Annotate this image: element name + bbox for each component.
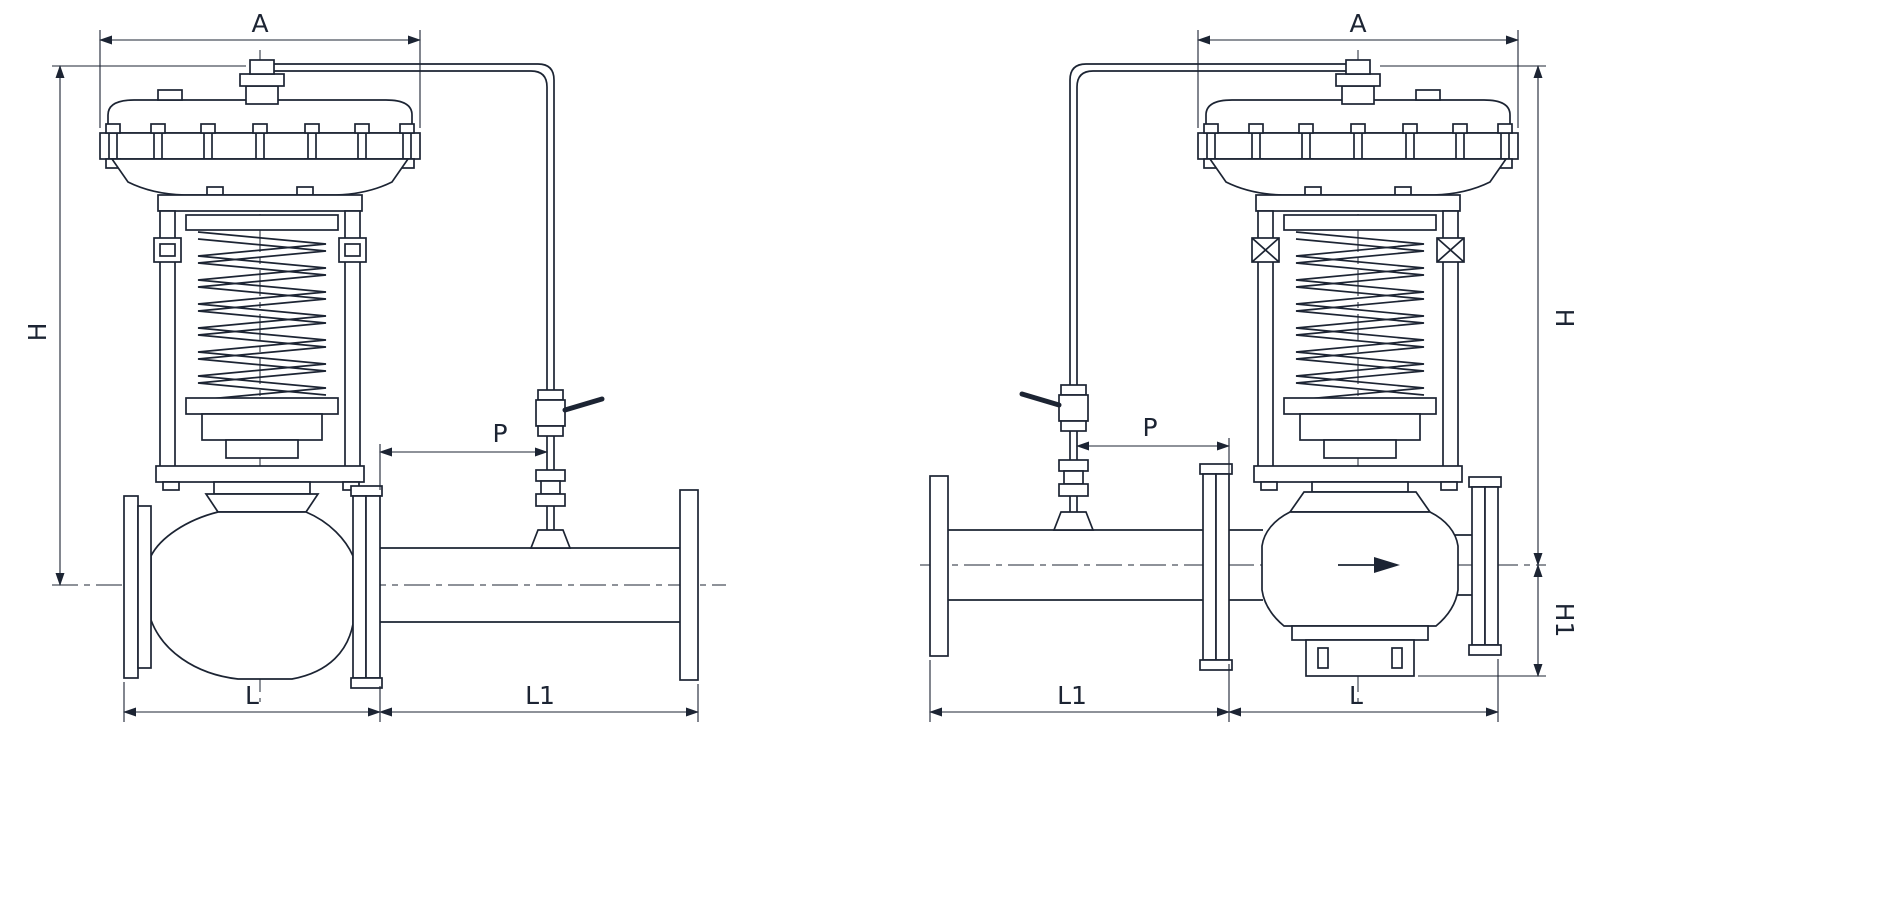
valve-body bbox=[1199, 463, 1502, 677]
pipeline bbox=[929, 475, 1203, 657]
ball-valve-handle bbox=[1019, 391, 1062, 408]
pipe-connector-nut bbox=[249, 59, 275, 75]
dimension-P-label: P bbox=[492, 419, 507, 448]
ball-valve bbox=[535, 389, 605, 437]
dimension-H: H bbox=[23, 65, 246, 586]
impulse-line bbox=[1019, 63, 1346, 531]
yoke-top-plate bbox=[157, 194, 363, 212]
actuator-top-cover bbox=[1205, 99, 1511, 134]
spring-coil bbox=[197, 231, 327, 401]
diaphragm-flange bbox=[99, 132, 421, 160]
spring-yoke bbox=[1251, 186, 1465, 513]
spring-bottom-seat bbox=[1283, 397, 1437, 415]
valve-body bbox=[123, 485, 383, 689]
actuator bbox=[1197, 59, 1519, 196]
dimension-H-label: H bbox=[1550, 309, 1579, 328]
dimension-H1-label: H1 bbox=[1550, 603, 1579, 638]
dimension-H-label: H bbox=[23, 323, 52, 342]
vent-plug bbox=[157, 89, 183, 101]
sensing-nozzle bbox=[1052, 511, 1095, 531]
inlet-flange bbox=[1202, 473, 1217, 661]
diaphragm-flange bbox=[1197, 132, 1519, 160]
dimension-A: A bbox=[99, 9, 421, 128]
actuator-bottom-cover bbox=[1208, 158, 1508, 196]
pipeline bbox=[380, 489, 699, 681]
dimension-L: L bbox=[123, 681, 381, 722]
yoke-bottom-plate bbox=[1253, 465, 1463, 483]
dimension-L-label: L bbox=[1349, 681, 1363, 710]
dimension-A-label: A bbox=[1349, 9, 1366, 38]
bottom-flange bbox=[1291, 625, 1429, 641]
spring-coil bbox=[1295, 231, 1425, 401]
dimensions: A H P L L1 bbox=[23, 9, 699, 722]
actuator bbox=[99, 59, 421, 196]
dimension-L1: L1 bbox=[929, 660, 1230, 722]
clamp-block-left bbox=[1251, 237, 1280, 263]
flow-arrow bbox=[1338, 557, 1400, 573]
ball-valve-handle bbox=[562, 396, 605, 413]
inlet-flange bbox=[123, 495, 139, 679]
dimension-L: L bbox=[1228, 659, 1499, 722]
dimension-L1: L1 bbox=[379, 681, 699, 722]
right-valve-view: A H H1 P L1 bbox=[920, 9, 1579, 722]
dimension-P: P bbox=[379, 419, 548, 490]
dimension-H1: H1 bbox=[1418, 564, 1579, 677]
dimension-A-label: A bbox=[251, 9, 268, 38]
left-valve-view: A H P L L1 bbox=[23, 9, 726, 722]
dimension-L1-label: L1 bbox=[1057, 681, 1087, 710]
yoke-top-plate bbox=[1255, 194, 1461, 212]
dimension-H: H bbox=[1380, 65, 1579, 566]
actuator-bottom-cover bbox=[110, 158, 410, 196]
dimension-L-label: L bbox=[245, 681, 259, 710]
sensing-nozzle bbox=[529, 529, 572, 549]
clamp-block-right bbox=[1436, 237, 1465, 263]
outlet-flange bbox=[352, 495, 367, 679]
union-fitting bbox=[1058, 459, 1089, 497]
spring-top-seat bbox=[1283, 214, 1437, 231]
pipe-connector-nut bbox=[1345, 59, 1371, 75]
dimension-L1-label: L1 bbox=[525, 681, 555, 710]
dimension-P: P bbox=[1076, 413, 1230, 474]
union-fitting bbox=[535, 469, 566, 507]
dimension-P-label: P bbox=[1142, 413, 1157, 442]
pipe-end-flange bbox=[929, 475, 949, 657]
dimensions: A H H1 P L1 bbox=[929, 9, 1579, 722]
yoke-bottom-plate bbox=[155, 465, 365, 483]
outlet-flange bbox=[1471, 486, 1486, 646]
bonnet bbox=[1288, 491, 1432, 513]
dimension-A: A bbox=[1197, 9, 1519, 128]
vent-plug bbox=[1415, 89, 1441, 101]
actuator-top-cover bbox=[107, 99, 413, 134]
spring-bottom-seat bbox=[185, 397, 339, 415]
ball-valve bbox=[1019, 384, 1089, 432]
bonnet bbox=[204, 493, 320, 513]
spring-yoke bbox=[153, 186, 367, 513]
spring-top-seat bbox=[185, 214, 339, 231]
pipe-end-flange bbox=[679, 489, 699, 681]
impulse-line bbox=[274, 63, 605, 549]
